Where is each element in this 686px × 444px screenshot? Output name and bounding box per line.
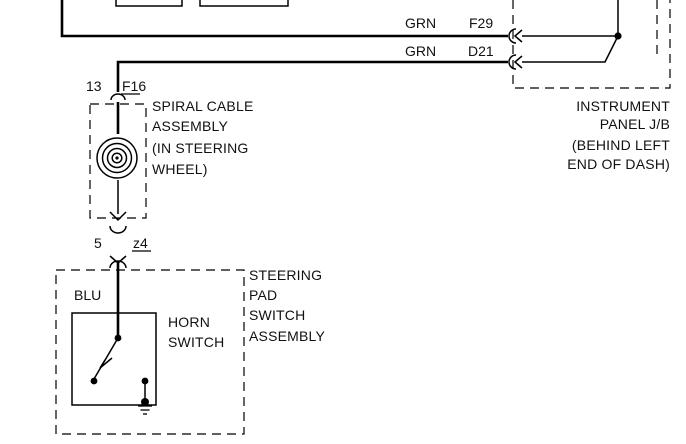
- spiral-cable-label-1: SPIRAL CABLE: [152, 98, 253, 114]
- spiral-cable-label-4: WHEEL): [152, 161, 208, 177]
- instrument-panel-label-1: INSTRUMENT: [576, 98, 670, 114]
- jb-internal-wire: [522, 0, 619, 63]
- wire-lower-color-label: GRN: [405, 43, 436, 59]
- horn-switch-label-2: SWITCH: [168, 334, 224, 350]
- wire-grn-f29: [60, 0, 508, 38]
- wire-blu-label: BLU: [74, 287, 101, 303]
- steering-pad-label-4: ASSEMBLY: [249, 328, 325, 344]
- wire-grn-d21: [116, 60, 508, 92]
- horn-switch-contact-left: [90, 377, 98, 385]
- wire-top-color-label: GRN: [405, 15, 436, 31]
- upper-component-box-left: [115, 0, 183, 7]
- spiral-bottom-connector: [109, 211, 127, 234]
- jb-connector-top: [508, 28, 523, 44]
- pad-connector-pin: 5: [94, 235, 102, 251]
- spiral-cable-label-3: (IN STEERING: [152, 140, 249, 156]
- spiral-connector-ref: F16: [122, 78, 146, 94]
- wire-lower-circuit-label: D21: [468, 43, 494, 59]
- steering-pad-label-2: PAD: [249, 287, 277, 303]
- pad-connector-ref: z4: [133, 235, 148, 251]
- spiral-connector-symbol: [110, 93, 126, 101]
- instrument-panel-label-2: PANEL J/B: [600, 116, 670, 132]
- instrument-panel-jb-boundary: [512, 0, 671, 89]
- spiral-cable-boundary: [89, 103, 147, 219]
- horn-switch-blade: [93, 337, 119, 380]
- steering-pad-boundary: [55, 269, 245, 435]
- upper-component-box-right: [199, 0, 289, 7]
- spiral-connector-pin: 13: [86, 78, 102, 94]
- steering-pad-label-3: SWITCH: [249, 307, 305, 323]
- instrument-panel-label-4: END OF DASH): [567, 156, 670, 172]
- horn-switch-label-1: HORN: [168, 314, 210, 330]
- instrument-panel-label-3: (BEHIND LEFT: [572, 137, 670, 153]
- wire-top-circuit-label: F29: [469, 15, 493, 31]
- jb-connector-lower: [508, 54, 523, 70]
- steering-pad-label-1: STEERING: [249, 267, 322, 283]
- spiral-cable-label-2: ASSEMBLY: [152, 118, 228, 134]
- ground-icon: [138, 398, 152, 415]
- horn-switch-arrow: [99, 357, 113, 369]
- jb-splice-dot: [614, 32, 622, 40]
- horn-switch-box: [71, 312, 157, 406]
- spiral-coil-icon: [96, 137, 138, 179]
